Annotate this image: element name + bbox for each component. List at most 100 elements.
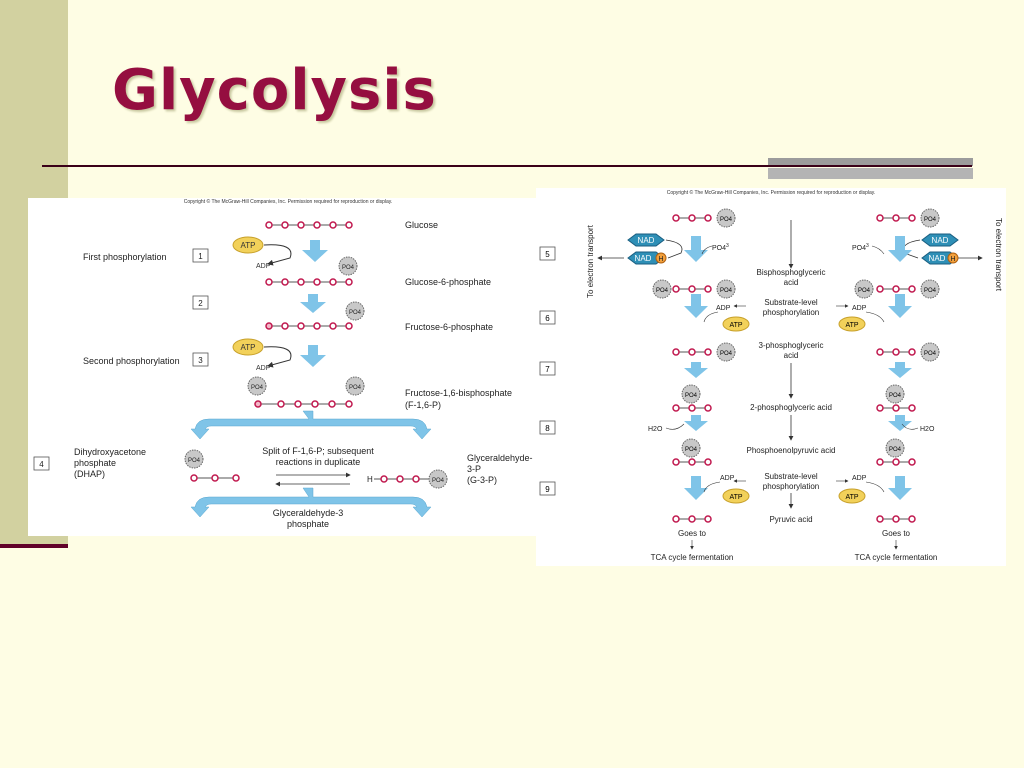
right-diagram-svg: Copyright © The McGraw-Hill Companies, I… bbox=[539, 189, 1003, 562]
svg-text:7: 7 bbox=[545, 365, 550, 374]
left-3pga-chain: PO4 bbox=[672, 342, 736, 362]
right-down-arrow-9R bbox=[888, 476, 912, 500]
po4-ion-arrow-right bbox=[871, 245, 885, 255]
h2o-label-left: H2O bbox=[648, 426, 663, 433]
adp-label-9R: ADP bbox=[852, 475, 867, 482]
right-down-arrow-9L bbox=[684, 476, 708, 500]
nad-badge-right: NAD bbox=[921, 233, 959, 247]
slide-title: Glycolysis bbox=[112, 58, 437, 123]
h2o-arrow-right bbox=[901, 423, 919, 430]
adp-label-3: ADP bbox=[256, 365, 271, 372]
adp-label-6R: ADP bbox=[852, 305, 867, 312]
label-f16bp-line2: (F-1,6-P) bbox=[405, 400, 441, 410]
svg-text:PO4: PO4 bbox=[924, 351, 937, 357]
label-to-electron-transport-right: To electron transport bbox=[994, 218, 1003, 292]
svg-text:PO4: PO4 bbox=[342, 265, 355, 271]
adp-label-9L: ADP bbox=[720, 475, 735, 482]
step-box-7: 7 bbox=[539, 361, 556, 376]
left-g3p-chain: PO4 bbox=[672, 208, 736, 228]
right-g3p-chain: PO4 bbox=[876, 208, 940, 228]
left-pep-chain: PO4 bbox=[672, 438, 712, 466]
label-3pga-line1: 3-phosphoglyceric bbox=[759, 341, 824, 350]
label-g3p-bottom-line2: phosphate bbox=[287, 519, 329, 529]
label-slp2-line1: Substrate-level bbox=[764, 472, 818, 481]
g3p-carbon-chain bbox=[374, 475, 434, 483]
nadh-badge-right: NAD H bbox=[921, 251, 959, 265]
step-box-8: 8 bbox=[539, 420, 556, 435]
label-dhap-line3: (DHAP) bbox=[74, 469, 105, 479]
svg-text:PO4: PO4 bbox=[924, 288, 937, 294]
label-g3p-bottom-line1: Glyceraldehyde-3 bbox=[273, 508, 344, 518]
label-bpg-line2: acid bbox=[784, 278, 799, 287]
right-down-arrow-5R bbox=[888, 236, 912, 262]
step-number-1: 1 bbox=[198, 252, 203, 261]
svg-text:ATP: ATP bbox=[241, 241, 256, 250]
adp-label-1: ADP bbox=[256, 263, 271, 270]
po4-badge-f6p: PO4 bbox=[345, 301, 365, 321]
svg-text:H: H bbox=[950, 256, 955, 263]
svg-text:NAD: NAD bbox=[932, 236, 949, 245]
svg-text:5: 5 bbox=[545, 250, 550, 259]
po4-ion-arrow-left bbox=[701, 245, 713, 255]
svg-text:NAD: NAD bbox=[929, 254, 946, 263]
goes-to-right: Goes to bbox=[882, 529, 911, 538]
left-pyruvate-chain bbox=[672, 515, 712, 523]
label-pep: Phosphoenolpyruvic acid bbox=[747, 446, 836, 455]
po4-ion-left: PO43 bbox=[712, 243, 729, 252]
label-g3p-line3: (G-3-P) bbox=[467, 475, 497, 485]
label-fructose-6-phosphate: Fructose-6-phosphate bbox=[405, 322, 493, 332]
svg-text:PO4: PO4 bbox=[720, 351, 733, 357]
step-number-3: 3 bbox=[198, 356, 203, 365]
glycolysis-steps-1-4-figure: Copyright © The McGraw-Hill Companies, I… bbox=[28, 198, 548, 536]
label-dhap-line2: phosphate bbox=[74, 458, 116, 468]
right-pep-chain: PO4 bbox=[876, 438, 916, 466]
left-diagram-svg: Copyright © The McGraw-Hill Companies, I… bbox=[33, 198, 533, 529]
h2o-arrow-left bbox=[665, 423, 685, 430]
sidebar-underline bbox=[0, 544, 68, 548]
right-down-arrow-7R bbox=[888, 362, 912, 378]
label-glucose-6-phosphate: Glucose-6-phosphate bbox=[405, 277, 491, 287]
header-rule bbox=[42, 165, 972, 167]
label-f16bp-line1: Fructose-1,6-bisphosphate bbox=[405, 388, 512, 398]
h2o-label-right: H2O bbox=[920, 426, 935, 433]
duplicate-arrow bbox=[190, 487, 432, 518]
step-box-3 bbox=[192, 352, 209, 367]
right-down-arrow-8R bbox=[888, 415, 912, 431]
nad-reduction-arrow-left bbox=[665, 239, 683, 259]
po4-badge-dhap: PO4 bbox=[184, 449, 204, 469]
svg-text:NAD: NAD bbox=[638, 236, 655, 245]
atp-badge-9R: ATP bbox=[838, 488, 866, 504]
svg-text:PO4: PO4 bbox=[858, 288, 871, 294]
fate-left: TCA cycle fermentation bbox=[651, 553, 734, 562]
label-first-phosphorylation: First phosphorylation bbox=[83, 252, 167, 262]
po4-badge-g3p: PO4 bbox=[428, 469, 448, 489]
svg-text:PO4: PO4 bbox=[889, 447, 902, 453]
left-2pga-chain: PO4 bbox=[672, 384, 712, 412]
svg-text:PO4: PO4 bbox=[349, 310, 362, 316]
svg-text:PO4: PO4 bbox=[720, 288, 733, 294]
label-slp2-line2: phosphorylation bbox=[763, 482, 819, 491]
atp-badge-6L: ATP bbox=[722, 316, 750, 332]
left-bpg-chain: PO4 PO4 bbox=[652, 279, 736, 299]
svg-text:PO4: PO4 bbox=[188, 458, 201, 464]
svg-text:PO4: PO4 bbox=[889, 393, 902, 399]
label-dhap-line1: Dihydroxyacetone bbox=[74, 447, 146, 457]
adp-arrow-9R bbox=[865, 481, 885, 493]
label-bpg-line1: Bisphosphoglyceric bbox=[757, 268, 826, 277]
svg-text:PO4: PO4 bbox=[251, 385, 264, 391]
label-split-line1: Split of F-1,6-P; subsequent bbox=[262, 446, 374, 456]
svg-text:PO4: PO4 bbox=[924, 217, 937, 223]
svg-text:ATP: ATP bbox=[241, 343, 256, 352]
svg-text:PO4: PO4 bbox=[656, 288, 669, 294]
right-down-arrow-8L bbox=[684, 415, 708, 431]
step-box-2 bbox=[192, 295, 209, 310]
adp-return-arrow-1 bbox=[263, 244, 292, 266]
glucose-carbon-chain bbox=[265, 221, 353, 229]
step-box-4 bbox=[33, 456, 50, 471]
po4-ion-right: PO43 bbox=[852, 243, 869, 252]
adp-label-6L: ADP bbox=[716, 305, 731, 312]
svg-text:8: 8 bbox=[545, 424, 550, 433]
atp-badge-step3: ATP bbox=[232, 338, 264, 356]
atp-badge-step1: ATP bbox=[232, 236, 264, 254]
svg-text:ATP: ATP bbox=[729, 494, 742, 501]
